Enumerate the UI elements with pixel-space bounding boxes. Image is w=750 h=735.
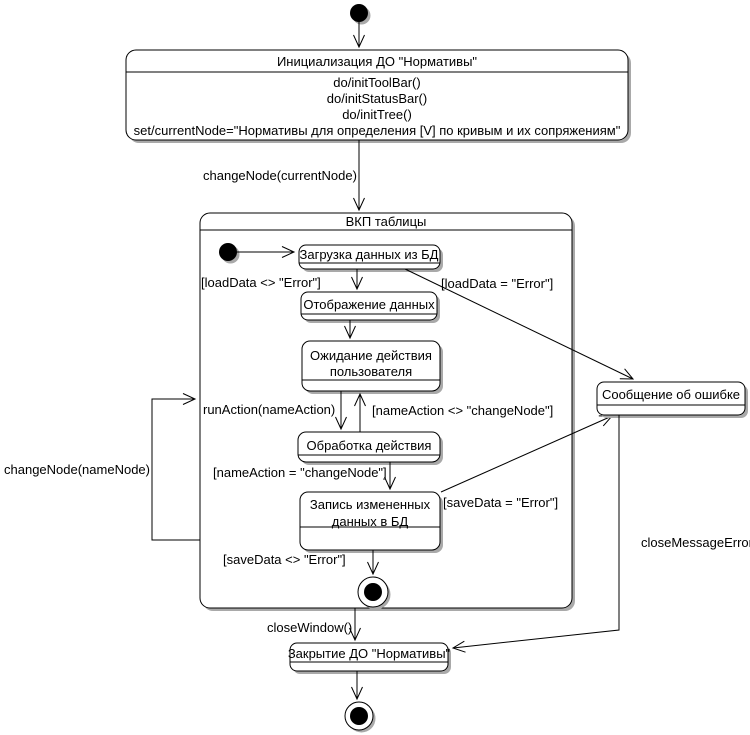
state-write-data: Запись измененных данных в БД	[299, 491, 443, 553]
final-state-icon	[344, 701, 376, 733]
state-process-action: Обработка действия	[297, 431, 443, 465]
initial-state-dot	[219, 243, 237, 261]
state-title-line1: Запись измененных	[310, 497, 431, 512]
state-title-line2: пользователя	[330, 364, 412, 379]
final-state-dot	[364, 583, 382, 601]
state-title: Сообщение об ошибке	[602, 387, 740, 402]
transition-label-save-error: [saveData = "Error"]	[443, 495, 558, 510]
state-vkp-table: ВКП таблицы	[199, 212, 575, 611]
state-box	[289, 642, 449, 672]
transition-label-load-error: [loadData = "Error"]	[441, 276, 553, 291]
transition-label-save-ok: [saveData <> "Error"]	[223, 552, 346, 567]
state-display-data: Отображение данных	[300, 291, 440, 323]
inner-final-state-icon	[357, 576, 391, 610]
transition-error-to-close	[451, 415, 620, 653]
transition-label-load-ok: [loadData <> "Error"]	[201, 275, 321, 290]
state-action: do/initToolBar()	[333, 75, 420, 90]
state-title-line1: Ожидание действия	[310, 348, 432, 363]
state-initialization: Инициализация ДО "Нормативы" do/initTool…	[125, 49, 631, 143]
state-title: Загрузка данных из БД	[300, 247, 439, 262]
state-box	[301, 340, 441, 392]
state-title: Закрытие ДО "Нормативы"	[288, 646, 451, 661]
transition-label-close-window: closeWindow()	[267, 620, 352, 635]
inner-initial-state-icon	[219, 243, 240, 264]
state-title-line2: данных в БД	[332, 514, 409, 529]
initial-state-dot	[350, 4, 368, 22]
transition-label-name-action-eq: [nameAction = "changeNode"]	[213, 465, 387, 480]
state-box	[596, 381, 746, 416]
state-action: do/initStatusBar()	[327, 91, 427, 106]
state-box	[299, 491, 441, 551]
transition-vkp-self-change-node	[151, 393, 200, 541]
transition-label-change-node-name: changeNode(nameNode)	[4, 462, 150, 477]
state-box	[300, 291, 438, 321]
transition-label-change-node-current: changeNode(currentNode)	[203, 168, 357, 183]
transition-label-run-action: runAction(nameAction)	[203, 402, 335, 417]
transition-write-to-error-message	[440, 415, 614, 493]
state-action: do/initTree()	[342, 107, 412, 122]
final-state-dot	[350, 707, 368, 725]
state-load-data: Загрузка данных из БД	[298, 244, 443, 272]
state-close-do: Закрытие ДО "Нормативы"	[288, 642, 451, 674]
transition-load-to-error-message	[404, 268, 635, 380]
state-title: Обработка действия	[307, 438, 432, 453]
state-error-message: Сообщение об ошибке	[596, 381, 748, 418]
state-wait-user-action: Ожидание действия пользователя	[301, 340, 443, 394]
state-title: Отображение данных	[303, 297, 435, 312]
state-title: Инициализация ДО "Нормативы"	[277, 54, 477, 69]
transition-label-close-message-error: closeMessageError()	[641, 535, 750, 550]
state-action: set/currentNode="Нормативы для определен…	[134, 123, 621, 138]
initial-state-icon	[350, 4, 371, 25]
state-title: ВКП таблицы	[346, 214, 427, 229]
transition-label-name-action-neq: [nameAction <> "changeNode"]	[372, 403, 553, 418]
state-box	[199, 212, 573, 609]
